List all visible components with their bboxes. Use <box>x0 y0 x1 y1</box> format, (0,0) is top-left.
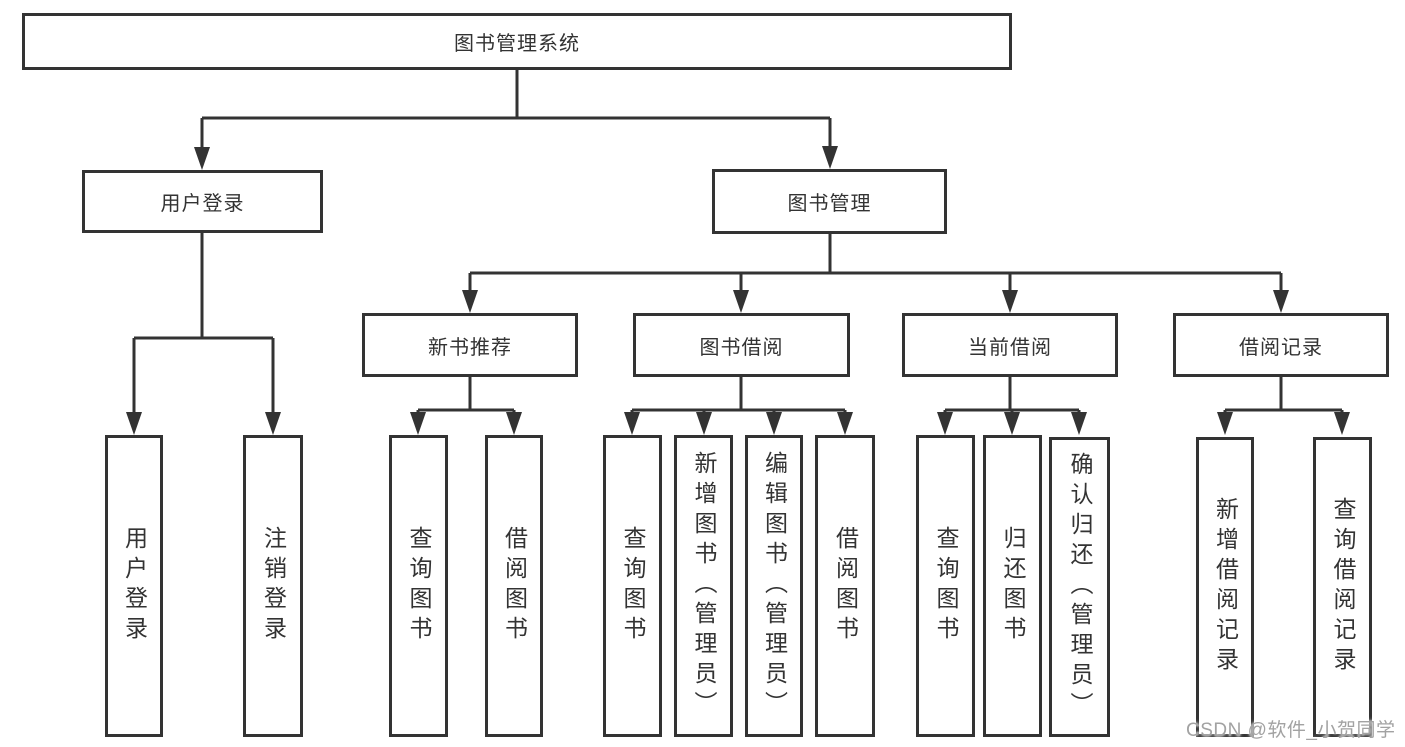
node-book-borrowing: 图书借阅 <box>633 313 850 377</box>
node-new-book-recommend: 新书推荐 <box>362 313 578 377</box>
node-leaf-query-borrow-record: 查询借阅记录 <box>1313 437 1372 737</box>
arrowhead-icon <box>194 147 210 170</box>
node-borrowing-records: 借阅记录 <box>1173 313 1389 377</box>
node-book-management-group: 图书管理 <box>712 169 947 234</box>
node-library-management-system: 图书管理系统 <box>22 13 1012 70</box>
node-leaf-query-books-borrowing: 查询图书 <box>603 435 662 737</box>
arrowhead-icon <box>265 412 281 435</box>
node-leaf-borrow-books-borrowing: 借阅图书 <box>815 435 875 737</box>
arrowhead-icon <box>837 412 853 435</box>
arrowhead-icon <box>462 290 478 313</box>
node-user-login-group: 用户登录 <box>82 170 323 233</box>
node-leaf-query-books-current: 查询图书 <box>916 435 975 737</box>
csdn-watermark: CSDN @软件_小贺同学 <box>1186 720 1396 741</box>
arrowhead-icon <box>696 412 712 435</box>
arrowhead-icon <box>1273 290 1289 313</box>
node-current-borrowing: 当前借阅 <box>902 313 1118 377</box>
arrowhead-icon <box>624 412 640 435</box>
node-leaf-user-login: 用户登录 <box>105 435 163 737</box>
arrowhead-icon <box>1334 412 1350 435</box>
node-leaf-logout: 注销登录 <box>243 435 303 737</box>
arrowhead-icon <box>410 412 426 435</box>
arrowhead-icon <box>126 412 142 435</box>
arrowhead-icon <box>1217 412 1233 435</box>
node-leaf-borrow-books-recommend: 借阅图书 <box>485 435 543 737</box>
node-leaf-query-books-recommend: 查询图书 <box>389 435 448 737</box>
node-leaf-confirm-return-admin: 确认归还（管理员） <box>1049 437 1110 737</box>
arrowhead-icon <box>1002 290 1018 313</box>
arrowhead-icon <box>506 412 522 435</box>
arrowhead-icon <box>937 412 953 435</box>
arrowhead-icon <box>1004 412 1020 435</box>
node-leaf-add-books-admin: 新增图书（管理员） <box>674 435 733 737</box>
node-leaf-add-borrow-record: 新增借阅记录 <box>1196 437 1254 737</box>
arrowhead-icon <box>733 290 749 313</box>
arrowhead-icon <box>766 412 782 435</box>
arrowhead-icon <box>822 146 838 169</box>
arrowhead-icon <box>1071 412 1087 435</box>
node-leaf-return-books: 归还图书 <box>983 435 1042 737</box>
node-leaf-edit-books-admin: 编辑图书（管理员） <box>745 435 803 737</box>
